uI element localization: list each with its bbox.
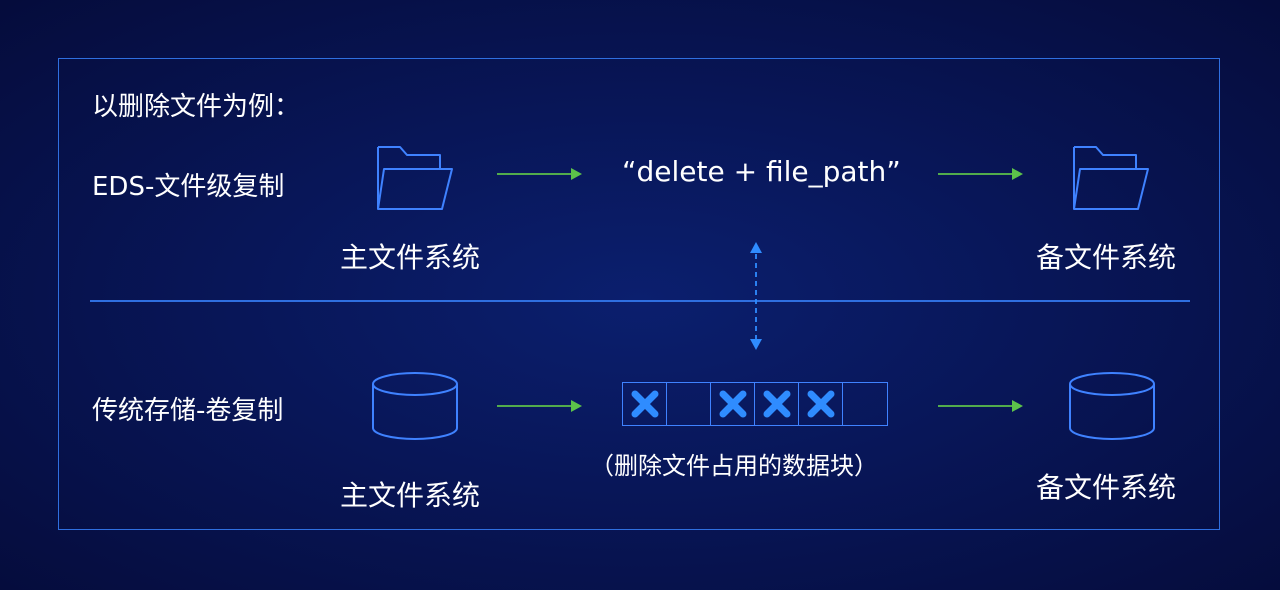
x-mark-icon [719,390,747,418]
data-block [843,383,887,425]
traditional-backup-label: 备文件系统 [1036,471,1177,504]
backup-database-icon [1069,372,1155,440]
eds-left-arrow [497,168,582,180]
eds-primary-label: 主文件系统 [340,241,481,274]
backup-folder-icon [1073,146,1149,210]
x-mark-icon [631,390,659,418]
intro-text: 以删除文件为例： [92,92,301,122]
traditional-right-arrow [938,400,1023,412]
data-block-strip [622,382,888,426]
comparison-double-arrow [750,242,762,350]
traditional-left-arrow [497,400,582,412]
traditional-row-label: 传统存储-卷复制 [92,396,284,426]
diagram-frame [58,58,1220,530]
traditional-primary-label: 主文件系统 [340,479,481,512]
eds-backup-label: 备文件系统 [1036,241,1177,274]
x-mark-icon [807,390,835,418]
deleted-blocks-note: （删除文件占用的数据块） [590,452,878,480]
deleted-data-block [711,383,755,425]
eds-row-label: EDS-文件级复制 [92,172,285,202]
primary-folder-icon [377,146,453,210]
x-mark-icon [763,390,791,418]
primary-database-icon [372,372,458,440]
deleted-data-block [799,383,843,425]
deleted-data-block [623,383,667,425]
delete-command-text: “delete + file_path” [622,155,901,188]
section-divider [90,300,1190,302]
data-block [667,383,711,425]
deleted-data-block [755,383,799,425]
eds-right-arrow [938,168,1023,180]
